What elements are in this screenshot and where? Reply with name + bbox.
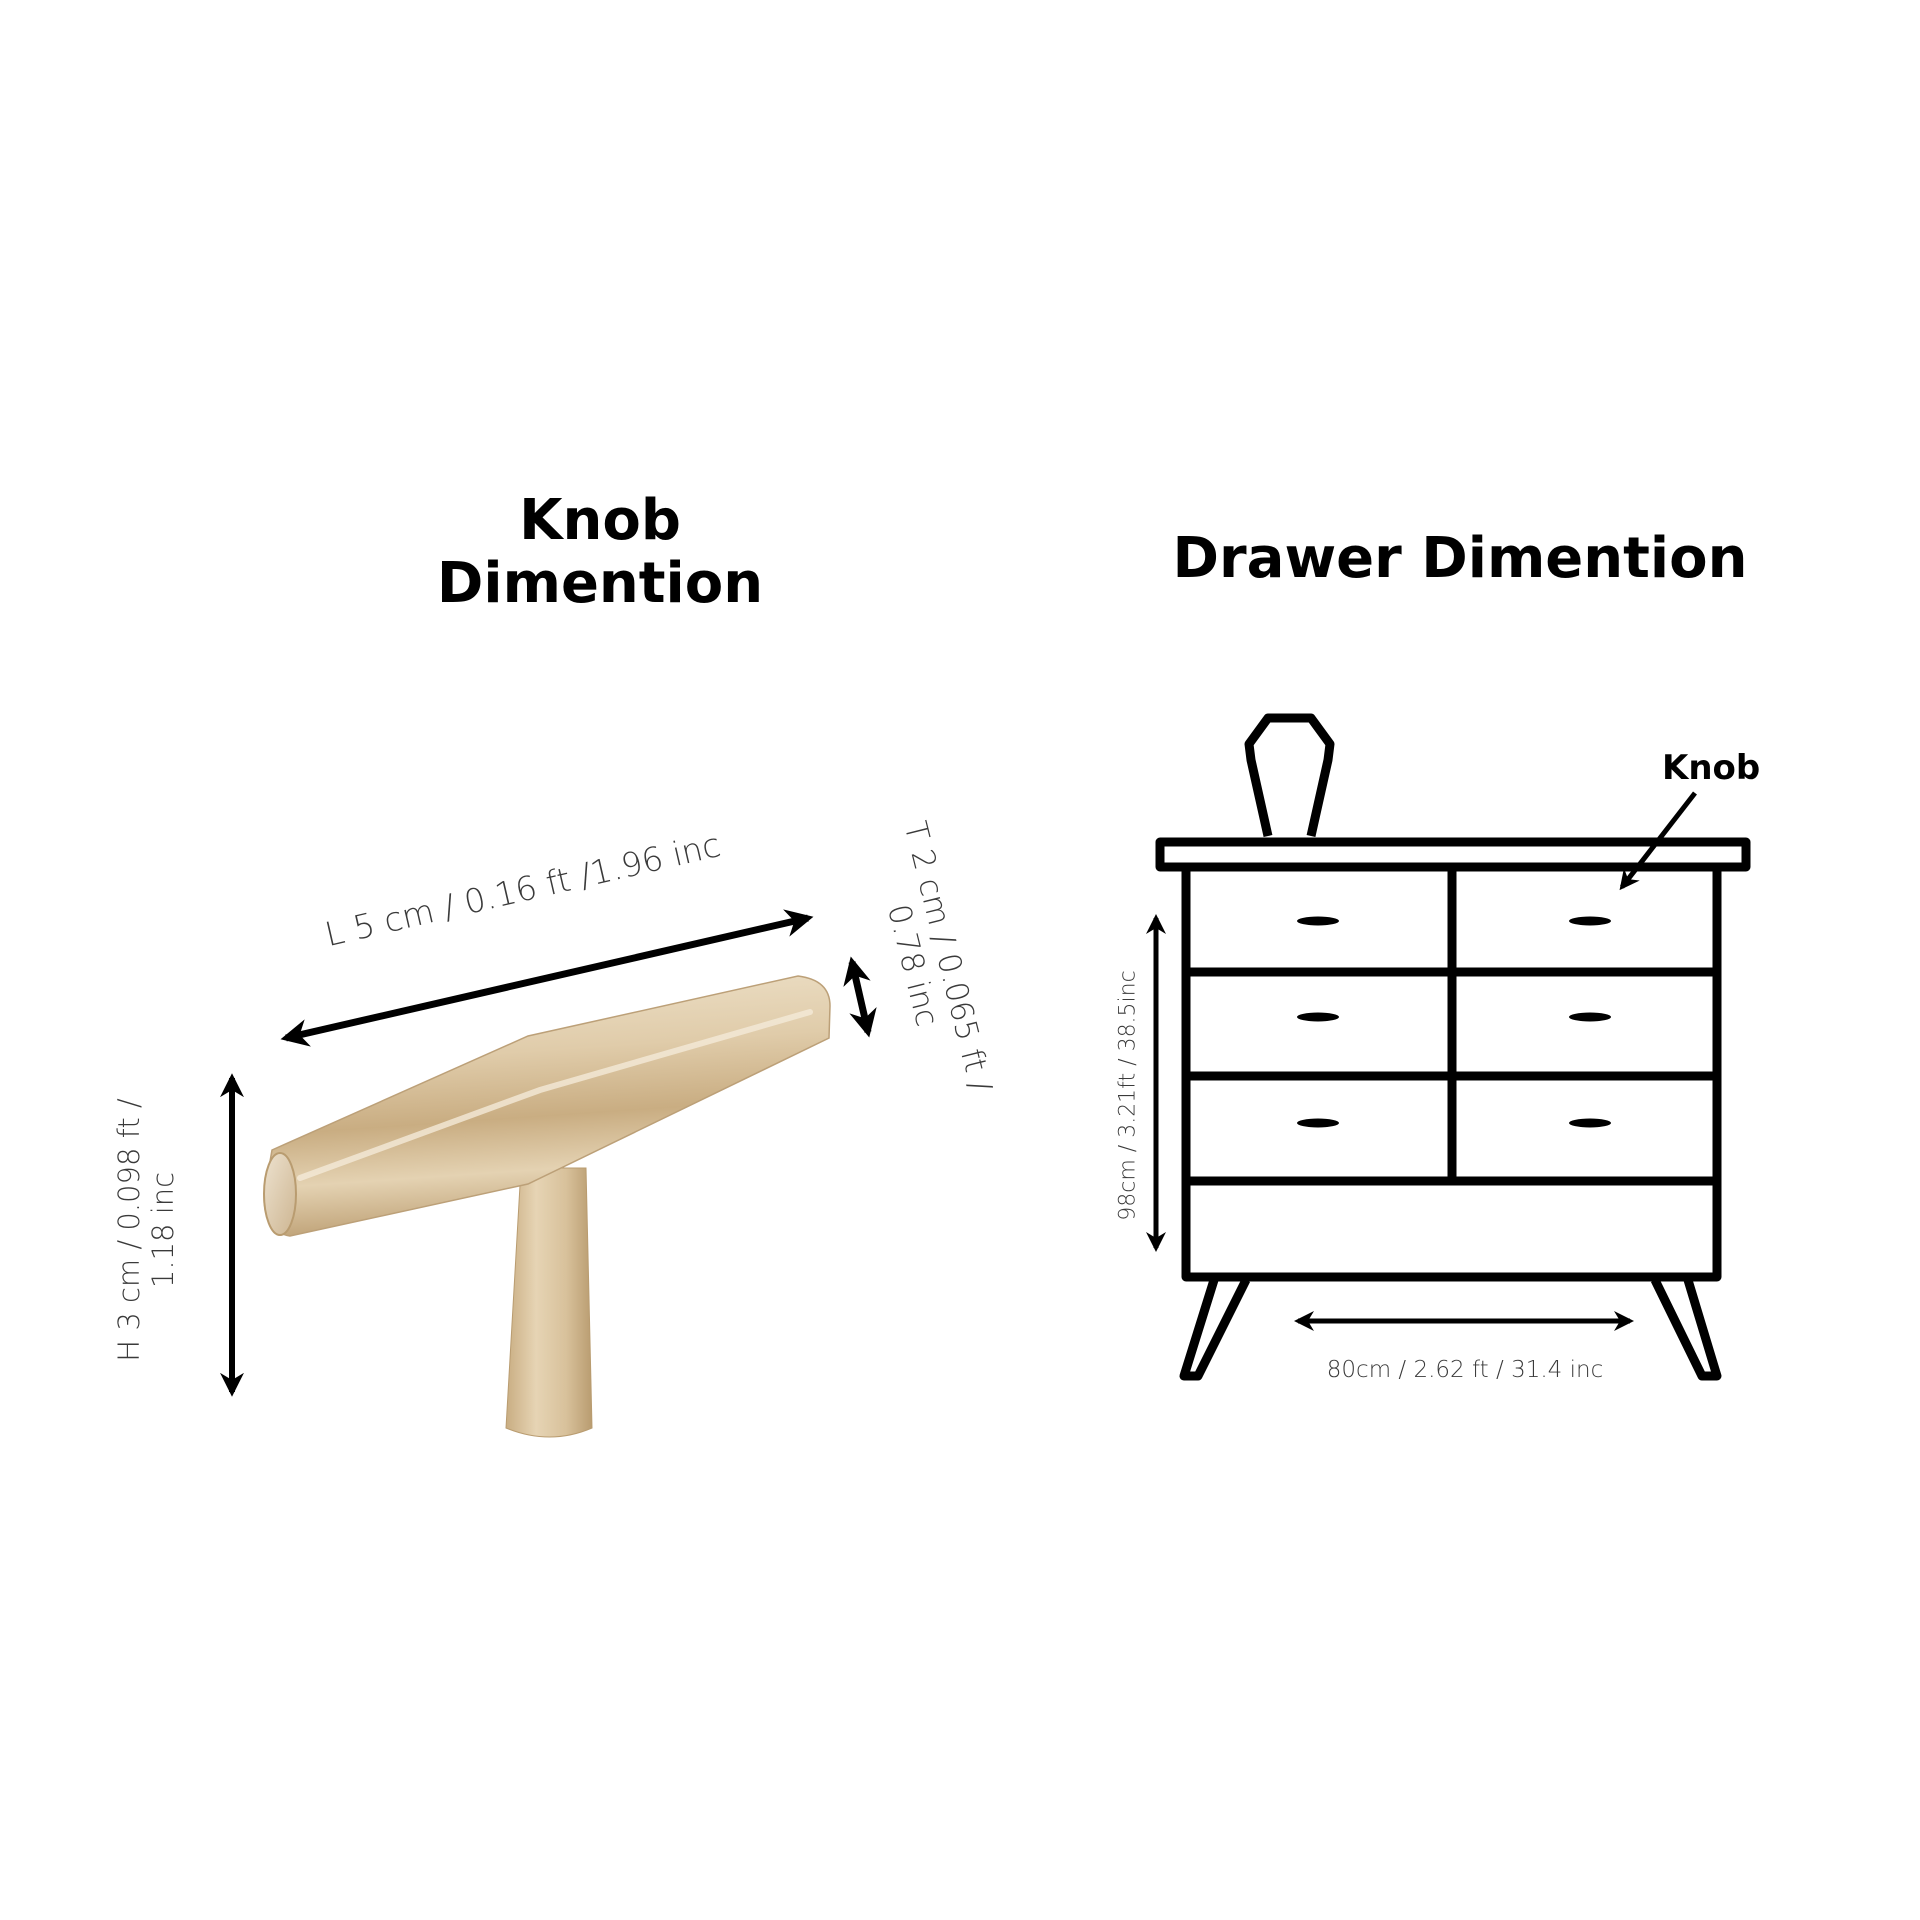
drawer-dimension-title: Drawer Dimention <box>1172 526 1748 591</box>
dresser-width-label: 80cm / 2.62 ft / 31.4 inc <box>1326 1357 1604 1383</box>
knob-dimension-title: Knob Dimention <box>390 488 810 616</box>
thickness-arrow <box>843 956 877 1038</box>
dresser-leg-left <box>1179 1277 1251 1381</box>
knob-callout-arrow <box>1619 791 1697 891</box>
drawer-knobs <box>1297 916 1611 1128</box>
knob-illustration <box>263 975 831 1438</box>
drawer-knob <box>1569 1012 1611 1022</box>
dresser-illustration <box>1155 713 1751 1381</box>
vase-icon <box>1244 713 1335 837</box>
knob-stem <box>505 1167 593 1438</box>
drawer-knob <box>1297 1012 1339 1022</box>
knob-title-line1: Knob <box>519 488 681 553</box>
drawer-knob <box>1569 1118 1611 1128</box>
length-arrow <box>280 909 814 1047</box>
drawer-knob <box>1297 916 1339 926</box>
height-label: H 3 cm / 0.098 ft / 1.18 inc <box>112 1098 180 1362</box>
drawer-knob <box>1297 1118 1339 1128</box>
dresser-height-label: 98cm / 3.21ft / 38.5inc <box>1115 970 1141 1221</box>
knob-callout-label: Knob <box>1662 748 1761 788</box>
dresser-leg-right <box>1650 1278 1722 1381</box>
drawer-knob <box>1569 916 1611 926</box>
knob-end-cap <box>263 1152 297 1236</box>
knob-title-line2: Dimention <box>436 550 764 616</box>
